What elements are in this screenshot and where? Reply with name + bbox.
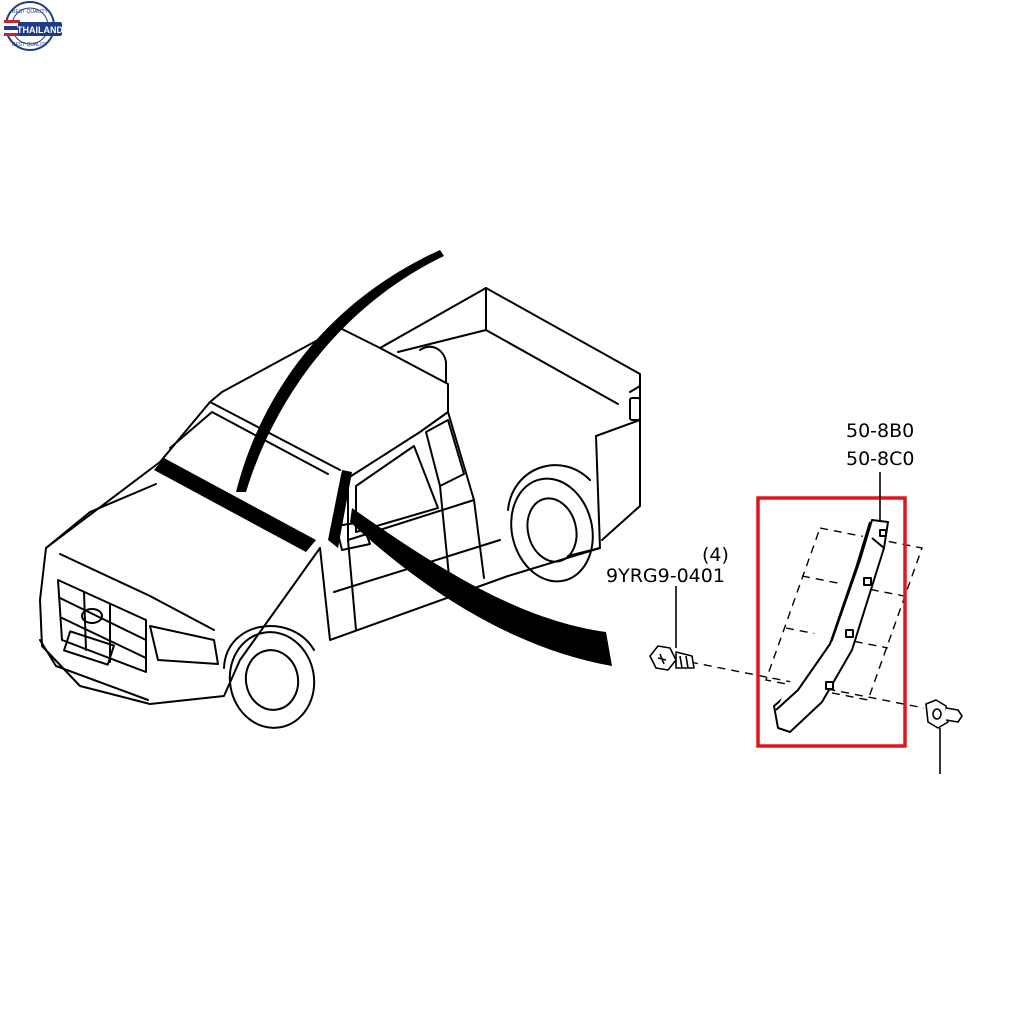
clip-fastener-icon [925, 699, 963, 774]
badge-top-text: BEST QUALITY [12, 9, 48, 15]
badge-center-text: THAILAND [17, 25, 63, 35]
windshield-molding-icon [154, 458, 352, 552]
pickup-truck-icon [39, 287, 641, 729]
badge-bottom-text: BEST QUALITY [12, 42, 48, 48]
fastener-part-number: 9YRG9-0401 [606, 565, 725, 587]
molding-part-number-1: 50-8B0 [846, 420, 915, 442]
molding-part-number-2: 50-8C0 [846, 448, 915, 470]
leader-arc-top [236, 250, 444, 492]
badge-logo: THAILAND BEST QUALITY BEST QUALITY [4, 1, 63, 51]
screw-icon [649, 586, 695, 671]
dashed-guide [765, 527, 923, 701]
quantity-label: (4) [702, 544, 729, 566]
leader-arc-bottom [350, 508, 612, 666]
thailand-flag-icon [4, 20, 20, 36]
molding-part-icon [773, 519, 889, 733]
part-highlight-box [756, 496, 907, 748]
